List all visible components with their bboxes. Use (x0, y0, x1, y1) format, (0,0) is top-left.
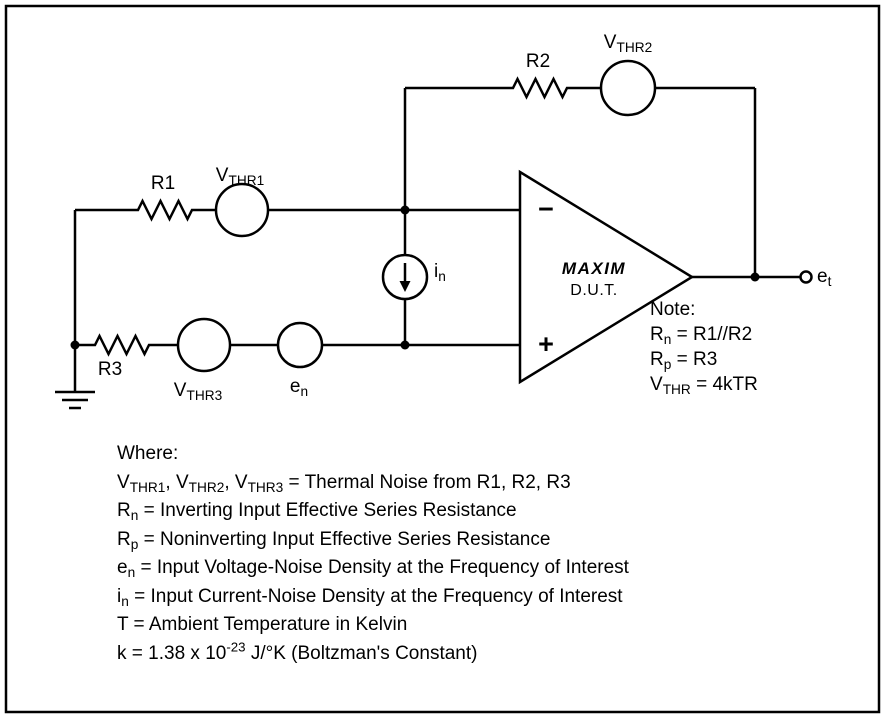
opamp-triangle (518, 169, 695, 385)
r3-label: R3 (97, 359, 123, 380)
junction-dot (400, 205, 410, 215)
legend-line: in = Input Current-Noise Density at the … (117, 585, 623, 609)
vthr2-source-circle (599, 59, 657, 117)
junction-dot (750, 272, 760, 282)
legend-line: k = 1.38 x 10-23 J/°K (Boltzman's Consta… (117, 639, 478, 664)
vthr3-source-circle (176, 317, 232, 373)
en-label: en (289, 376, 309, 399)
resistor-r1 (128, 199, 202, 221)
note-line: VTHR = 4kTR (650, 374, 758, 397)
vthr2-label: VTHR2 (603, 32, 653, 55)
junction-dot (400, 340, 410, 350)
wires (73, 86, 800, 392)
ground-icon (55, 390, 95, 410)
opamp-minus-symbol: − (538, 194, 554, 224)
in-label: in (434, 261, 446, 284)
legend-line: en = Input Voltage-Noise Density at the … (117, 557, 629, 580)
dut-label: D.U.T. (570, 282, 618, 299)
legend-line: T = Ambient Temperature in Kelvin (117, 614, 408, 635)
opamp-plus-symbol: + (538, 329, 554, 359)
output-terminal (799, 270, 813, 284)
legend-line: Rn = Inverting Input Effective Series Re… (117, 500, 517, 523)
r1-label: R1 (150, 173, 176, 194)
r2-label: R2 (525, 51, 551, 72)
note-line: Rn = R1//R2 (650, 324, 753, 347)
legend-line: VTHR1, VTHR2, VTHR3 = Thermal Noise from… (117, 471, 571, 495)
vthr1-label: VTHR1 (215, 165, 265, 188)
current-source (381, 253, 429, 301)
et-label: et (817, 266, 832, 289)
note-line: Rp = R3 (650, 349, 718, 372)
junction-dot (70, 340, 80, 350)
note-title: Note: (650, 299, 696, 320)
resistor-r3 (85, 334, 159, 356)
vthr1-source-circle (214, 182, 270, 238)
frame-border (4, 4, 881, 714)
in-arrow-head (399, 281, 411, 292)
legend-line: Rp = Noninverting Input Effective Series… (117, 528, 551, 552)
note-block: Note: Rn = R1//R2 Rp = R3 VTHR = 4kTR (650, 297, 758, 397)
en-source-circle (276, 321, 324, 369)
legend-title: Where: (117, 443, 179, 464)
resistor-r2 (503, 77, 577, 99)
vthr3-label: VTHR3 (173, 380, 223, 403)
legend-block: Where: VTHR1, VTHR2, VTHR3 = Thermal Noi… (117, 440, 629, 668)
maxim-logo: MAXIM (561, 259, 627, 278)
